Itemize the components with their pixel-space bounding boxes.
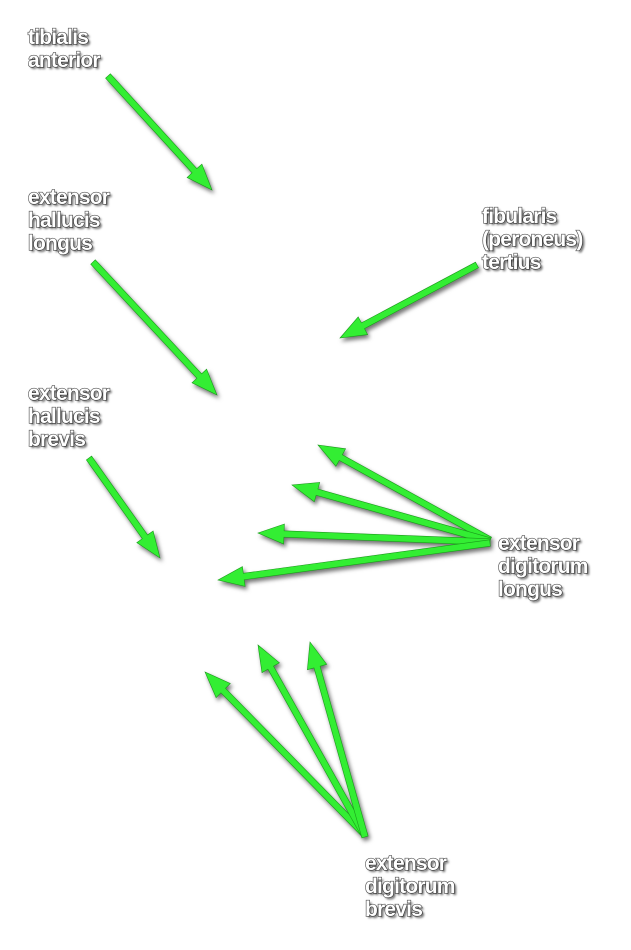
- arrow-extensor-digitorum-brevis-2: [257, 644, 369, 839]
- label-line: extensor: [364, 851, 447, 875]
- arrow-tibialis-anterior: [105, 73, 213, 191]
- arrow-extensor-hallucis-brevis: [85, 455, 161, 559]
- label-line: extensor: [27, 381, 110, 405]
- arrow-fibularis-tertius: [339, 261, 479, 339]
- arrow-extensor-digitorum-longus-3: [257, 523, 491, 546]
- label-line: tibialis: [27, 25, 89, 49]
- label-line: digitorum: [364, 874, 456, 898]
- label-tibialis-anterior: tibialis anterior: [27, 25, 101, 72]
- label-line: longus: [497, 577, 563, 601]
- label-fibularis-tertius: fibularis (peroneus) tertius: [481, 204, 584, 274]
- label-line: brevis: [364, 897, 423, 921]
- label-extensor-digitorum-brevis: extensor digitorum brevis: [364, 851, 456, 921]
- label-line: longus: [27, 231, 93, 255]
- arrow-group: [85, 73, 492, 839]
- arrow-extensor-digitorum-brevis-3: [307, 641, 369, 839]
- arrow-extensor-digitorum-longus-2: [291, 482, 492, 545]
- arrow-extensor-digitorum-longus-4: [217, 539, 491, 587]
- label-extensor-hallucis-longus: extensor hallucis longus: [27, 185, 110, 255]
- label-line: hallucis: [27, 208, 101, 232]
- label-line: hallucis: [27, 404, 101, 428]
- label-line: tertius: [481, 250, 542, 274]
- arrow-extensor-digitorum-brevis-1: [204, 671, 368, 838]
- label-line: (peroneus): [481, 227, 584, 251]
- label-line: extensor: [497, 531, 580, 555]
- label-line: digitorum: [497, 554, 589, 578]
- arrow-extensor-digitorum-longus-1: [317, 444, 492, 544]
- arrow-extensor-hallucis-longus: [90, 259, 218, 396]
- label-line: anterior: [27, 48, 101, 72]
- label-extensor-digitorum-longus: extensor digitorum longus: [497, 531, 589, 601]
- label-extensor-hallucis-brevis: extensor hallucis brevis: [27, 381, 110, 451]
- label-line: extensor: [27, 185, 110, 209]
- label-line: brevis: [27, 427, 86, 451]
- label-line: fibularis: [481, 204, 558, 228]
